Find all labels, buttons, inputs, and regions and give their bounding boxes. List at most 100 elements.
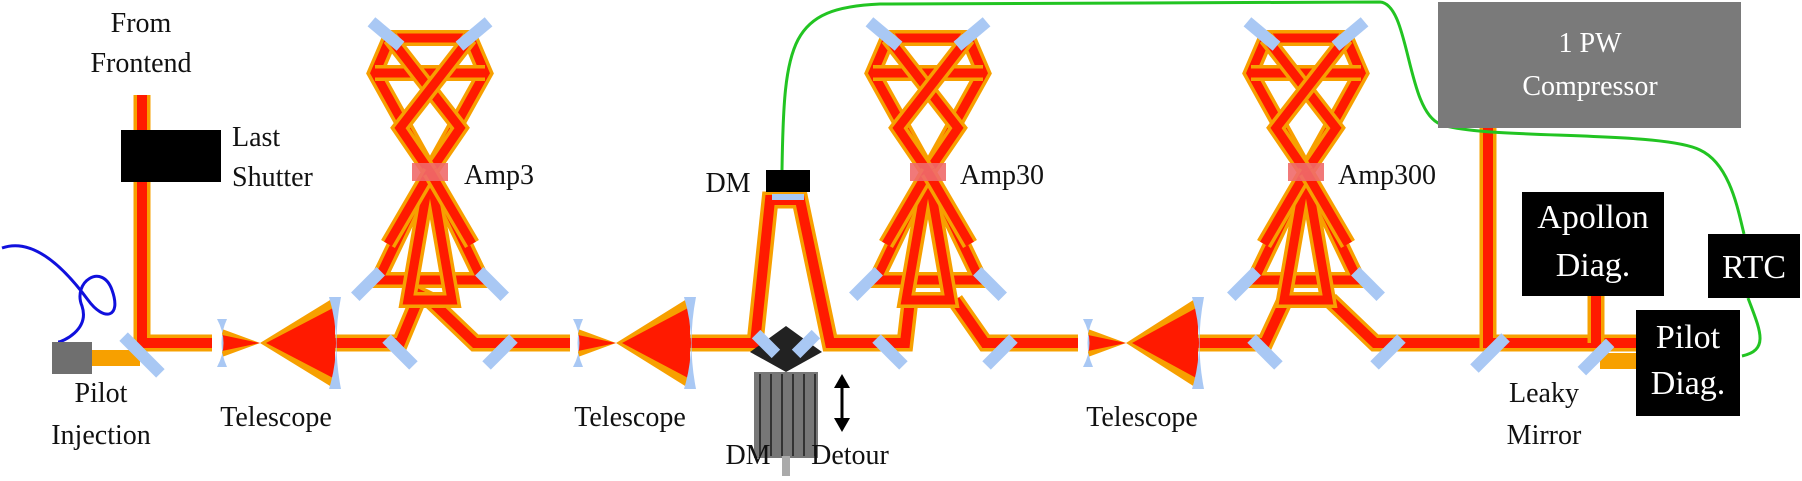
mirror-icon (872, 334, 908, 370)
lens-icon (1192, 297, 1204, 389)
mirror-icon (367, 17, 405, 51)
apollon-diag-box (1522, 192, 1664, 296)
detour-prism (750, 326, 822, 372)
deformable-mirror-icon (766, 170, 810, 192)
label-apollon-diag-1: Apollon (1537, 199, 1648, 236)
mirror-icon (865, 17, 903, 51)
arrow-head-down (834, 418, 850, 432)
mirror-glass (367, 17, 405, 51)
pilot-laser-icon (52, 342, 92, 374)
dm-detour-stage (750, 326, 822, 476)
amp300-pass-9-core (1302, 169, 1352, 247)
mirror-icon (1247, 334, 1283, 370)
telescope-3-cone-large (1132, 307, 1198, 379)
label-rtc: RTC (1722, 249, 1786, 286)
mirror-glass (973, 267, 1007, 301)
label-pilot-diag-2: Diag. (1651, 365, 1726, 402)
mirror-icon (382, 334, 418, 370)
mirror-glass (455, 17, 493, 51)
label-from-frontend-2: Frontend (90, 48, 191, 79)
mirror-glass (1247, 334, 1283, 370)
label-amp3: Amp3 (464, 160, 534, 191)
label-compressor-2: Compressor (1522, 71, 1658, 102)
amp3-pass-9-core (426, 169, 476, 247)
mirror-icon (482, 334, 518, 370)
mirror-glass (872, 334, 908, 370)
label-pilot-diag-1: Pilot (1656, 319, 1721, 356)
labels: From Frontend Last Shutter Pilot Injecti… (51, 2, 1800, 471)
mirror-icon (1227, 267, 1261, 301)
lens-icon (573, 319, 583, 367)
lens-icon (217, 319, 227, 367)
label-from-frontend-1: From (111, 8, 172, 39)
mirror-glass (1243, 17, 1281, 51)
mirror-icon (1351, 267, 1385, 301)
mirror-glass (982, 334, 1018, 370)
amp30-pass-8-core (882, 169, 932, 247)
amp3-pass-8-core (384, 169, 434, 247)
mirror-icon (1243, 17, 1281, 51)
mirror-icon (973, 267, 1007, 301)
amp3-pass-7-core (402, 171, 458, 305)
label-leaky-mirror-1: Leaky (1509, 378, 1579, 409)
mirror-glass (1470, 333, 1510, 373)
detour-stage-body (754, 372, 818, 458)
amp-crystal-icon (910, 163, 946, 181)
label-pilot-injection-1: Pilot (75, 378, 128, 409)
mirror-icon (953, 17, 991, 51)
amp300-pass-5-core (1270, 35, 1350, 175)
beam-amp30-out-core (950, 297, 1078, 348)
mirror-icon (1370, 334, 1406, 370)
arrow-head-up (834, 374, 850, 388)
detour-stage-shaft (782, 456, 790, 476)
deformable-mirror-surface (772, 194, 804, 200)
label-last-shutter-1: Last (232, 122, 280, 153)
beam-amp300-out-core (1326, 296, 1490, 348)
mirror-glass (482, 334, 518, 370)
amp30-pass-9-core (924, 169, 974, 247)
mirror-glass (119, 332, 165, 378)
lens-icon (684, 297, 696, 389)
label-dm-top: DM (705, 168, 750, 199)
mirror-icon (791, 329, 821, 359)
amp300-pass-7-core (1278, 171, 1334, 305)
mirror-glass (751, 329, 781, 359)
label-amp30: Amp30 (960, 160, 1044, 191)
mirror-glass (382, 334, 418, 370)
generated-elements (119, 0, 1762, 476)
amp300-pass-4-core (1262, 35, 1342, 175)
rtc-fiber-loop (780, 0, 1762, 358)
mirror-icon (982, 334, 1018, 370)
mirror-glass (865, 17, 903, 51)
compressor-box (1438, 2, 1741, 128)
mirror-glass (849, 267, 883, 301)
mirror-glass (1370, 334, 1406, 370)
label-telescope-2: Telescope (574, 402, 686, 433)
mirror-icon (455, 17, 493, 51)
label-leaky-mirror-2: Mirror (1507, 420, 1582, 451)
rtc-box (1708, 234, 1800, 298)
amp300-pass-8-core (1260, 169, 1310, 247)
mirror-glass (791, 329, 821, 359)
amp-crystal-icon (412, 163, 448, 181)
fiber-loop-icon (1, 244, 117, 344)
last-shutter-box (121, 130, 221, 182)
label-telescope-3: Telescope (1086, 402, 1198, 433)
telescope-1-cone-large (266, 307, 335, 379)
mirror-glass (1351, 267, 1385, 301)
beam-to-amp300-core (1198, 297, 1290, 348)
lens-icon (329, 297, 341, 389)
label-apollon-diag-2: Diag. (1556, 247, 1631, 284)
amp30-pass-7-core (900, 171, 956, 305)
amp3-pass-4-core (386, 35, 466, 175)
mirror-icon (751, 329, 781, 359)
lens-glass (1083, 319, 1093, 367)
lens-icon (1083, 319, 1093, 367)
amp30-pass-5-core (892, 35, 972, 175)
pilot-injection (1, 244, 140, 374)
mirror-glass (475, 267, 509, 301)
label-compressor-1: 1 PW (1559, 28, 1623, 59)
label-amp300: Amp300 (1338, 160, 1436, 191)
